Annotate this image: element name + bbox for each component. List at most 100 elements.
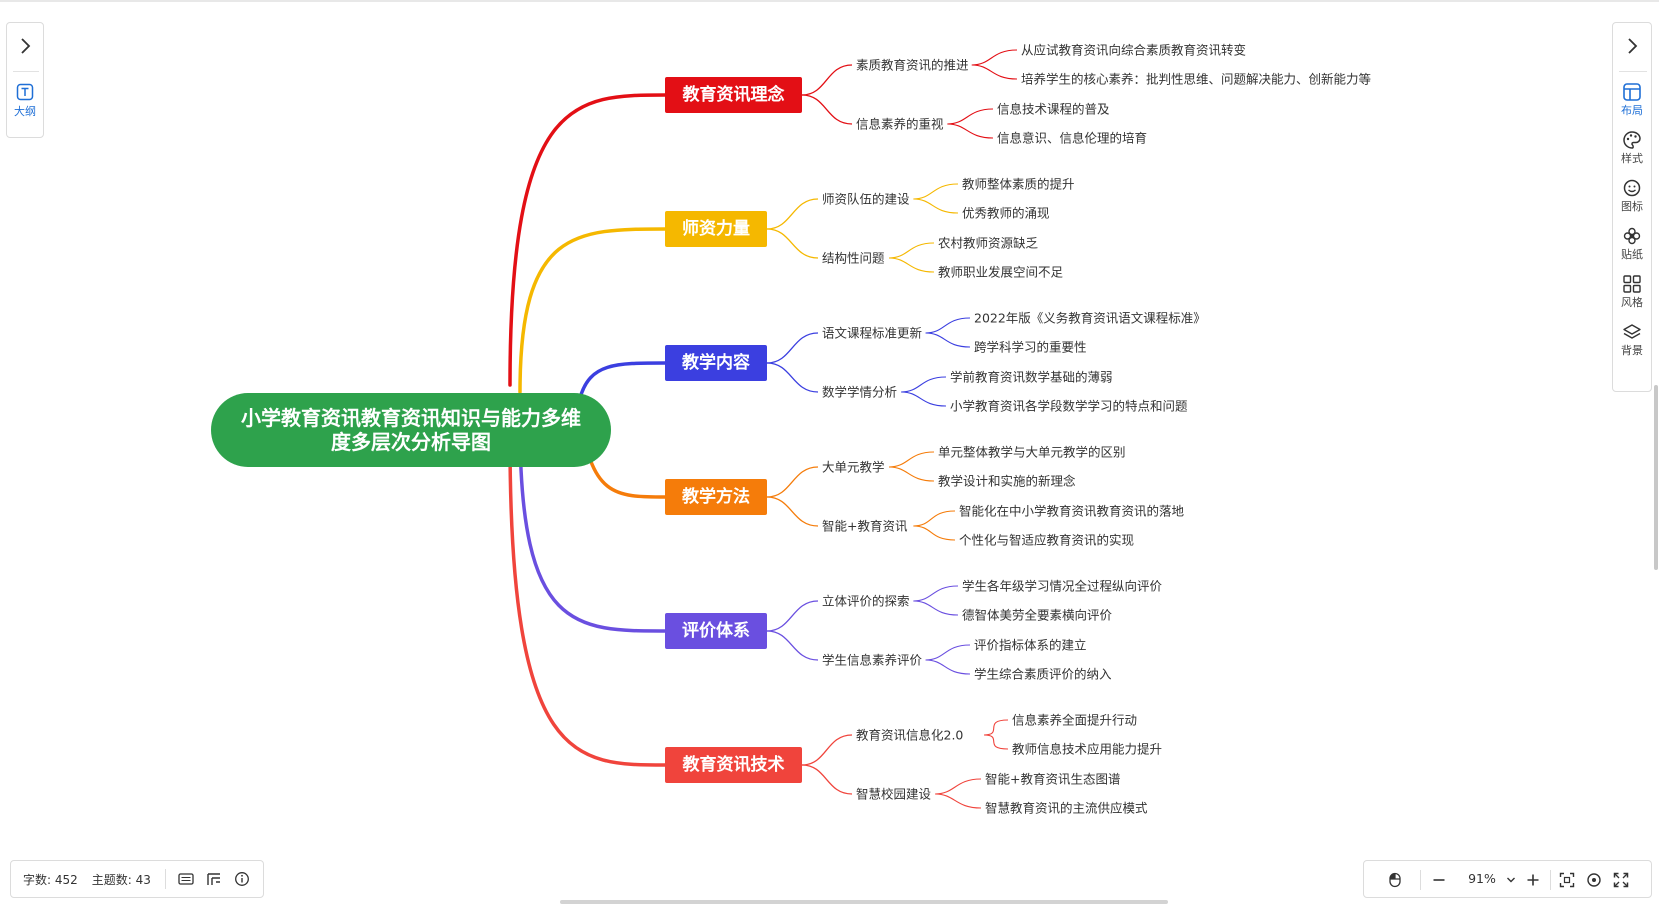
layout-label: 布局: [1621, 104, 1643, 117]
icon-button[interactable]: 图标: [1613, 178, 1651, 214]
panel-divider: [13, 71, 39, 72]
leaf-topic-label[interactable]: 学生各年级学习情况全过程纵向评价: [962, 579, 1163, 594]
leaf-topic-label[interactable]: 教师整体素质的提升: [962, 177, 1075, 192]
main-topic[interactable]: [665, 479, 767, 515]
main-topic-label: 教学方法: [681, 486, 750, 507]
leaf-connector: [913, 525, 956, 541]
outline-button[interactable]: 大纲: [7, 83, 43, 119]
leaf-topic-label[interactable]: 教师职业发展空间不足: [938, 265, 1064, 280]
sub-connector: [801, 64, 853, 96]
leaf-topic-label[interactable]: 信息意识、信息伦理的培育: [997, 131, 1147, 146]
horizontal-scrollbar[interactable]: [560, 900, 1168, 904]
subtopic-label[interactable]: 学生信息素养评价: [822, 653, 923, 668]
branch-connector: [578, 361, 667, 400]
subtopic-label[interactable]: 立体评价的探索: [822, 594, 910, 609]
structure-icon: [207, 873, 220, 885]
sub-connector: [766, 600, 819, 632]
root-topic[interactable]: [211, 393, 611, 467]
background-label: 背景: [1621, 344, 1643, 357]
target-icon: [1587, 873, 1601, 887]
chevron-down-icon: [1507, 877, 1515, 883]
main-topic[interactable]: [665, 747, 802, 783]
mindmap-canvas[interactable]: 小学教育资讯教育资讯知识与能力多维度多层次分析导图教育资讯理念素质教育资讯的推进…: [0, 0, 1600, 860]
leaf-topic-label[interactable]: 从应试教育资讯向综合素质教育资讯转变: [1021, 43, 1246, 58]
fullscreen-icon: [1613, 872, 1629, 888]
subtopic-label[interactable]: 教育资讯信息化2.0: [856, 728, 963, 743]
leaf-connector: [913, 183, 959, 200]
zoom-out-button[interactable]: [1428, 869, 1450, 891]
fit-screen-button[interactable]: [1556, 869, 1578, 891]
subtopic-label[interactable]: 素质教育资讯的推进: [856, 58, 969, 73]
zoom-in-button[interactable]: [1522, 869, 1544, 891]
subtopic-label[interactable]: 师资队伍的建设: [822, 192, 910, 207]
sub-connector: [766, 496, 819, 527]
collapse-right-button[interactable]: [1613, 37, 1651, 55]
subtopic-label[interactable]: 语文课程标准更新: [822, 326, 922, 341]
subtopic-label[interactable]: 智慧校园建设: [856, 787, 932, 802]
zoom-divider: [1550, 870, 1551, 890]
leaf-topic-label[interactable]: 学生综合素质评价的纳入: [974, 667, 1112, 682]
leaf-topic-label[interactable]: 单元整体教学与大单元教学的区别: [938, 445, 1126, 460]
info-button[interactable]: [234, 871, 250, 887]
sub-connector: [766, 630, 819, 661]
outline-icon: [16, 83, 34, 101]
leaf-topic-label[interactable]: 信息素养全面提升行动: [1012, 713, 1137, 728]
keyboard-button[interactable]: [178, 872, 194, 886]
subtopic-label[interactable]: 大单元教学: [822, 460, 885, 475]
style-label: 样式: [1621, 152, 1643, 165]
main-topic-label: 教育资讯理念: [682, 84, 785, 105]
leaf-topic-label[interactable]: 信息技术课程的普及: [997, 102, 1110, 117]
leaf-connector: [935, 793, 982, 809]
right-panel: 布局 样式 图标 贴纸 风格: [1612, 22, 1652, 392]
leaf-topic-label[interactable]: 优秀教师的涌现: [962, 206, 1050, 221]
main-topic[interactable]: [665, 77, 802, 113]
sticker-button[interactable]: 贴纸: [1613, 226, 1651, 262]
leaf-topic-label[interactable]: 学前教育资讯数学基础的薄弱: [950, 370, 1113, 385]
leaf-topic-label[interactable]: 智慧教育资讯的主流供应模式: [985, 801, 1148, 816]
leaf-connector: [971, 49, 1018, 66]
subtopic-label[interactable]: 信息素养的重视: [856, 117, 944, 132]
leaf-topic-label[interactable]: 教学设计和实施的新理念: [938, 474, 1076, 489]
subtopic-label[interactable]: 数学学情分析: [822, 385, 897, 400]
leaf-topic-label[interactable]: 智能化在中小学教育资讯教育资讯的落地: [959, 504, 1185, 519]
leaf-topic-label[interactable]: 教师信息技术应用能力提升: [1012, 742, 1162, 757]
style-button[interactable]: 样式: [1613, 130, 1651, 166]
zoom-dropdown-button[interactable]: [1500, 869, 1522, 891]
background-button[interactable]: 背景: [1613, 322, 1651, 358]
main-topic[interactable]: [665, 345, 767, 381]
fullscreen-button[interactable]: [1610, 869, 1632, 891]
minus-icon: [1433, 879, 1445, 881]
palette-icon: [1623, 131, 1641, 149]
leaf-topic-label[interactable]: 智能+教育资讯生态图谱: [985, 772, 1120, 787]
zoom-value[interactable]: 91%: [1468, 871, 1496, 886]
expand-left-button[interactable]: [7, 37, 43, 55]
leaf-topic-label[interactable]: 培养学生的核心素养：批判性思维、问题解决能力、创新能力等: [1021, 72, 1371, 87]
pan-mode-button[interactable]: [1384, 869, 1406, 891]
zoom-divider: [1420, 870, 1421, 890]
locate-center-button[interactable]: [1583, 869, 1605, 891]
status-bar: 字数: 452 主题数: 43: [10, 860, 264, 898]
leaf-topic-label[interactable]: 德智体美劳全要素横向评价: [962, 608, 1113, 623]
leaf-connector: [925, 659, 971, 675]
vertical-scrollbar[interactable]: [1654, 385, 1658, 570]
leaf-connector: [901, 391, 947, 407]
leaf-topic-label[interactable]: 小学教育资讯各学段数学学习的特点和问题: [950, 399, 1188, 414]
main-topic[interactable]: [665, 613, 767, 649]
status-divider: [164, 869, 166, 889]
main-topic[interactable]: [665, 211, 767, 247]
leaf-topic-label[interactable]: 评价指标体系的建立: [974, 638, 1087, 653]
smiley-icon: [1623, 179, 1641, 197]
leaf-connector: [925, 644, 971, 661]
sub-connector: [801, 94, 853, 125]
leaf-topic-label[interactable]: 个性化与智适应教育资讯的实现: [959, 533, 1134, 548]
leaf-topic-label[interactable]: 跨学科学习的重要性: [974, 340, 1087, 355]
leaf-connector: [913, 585, 959, 602]
outline-label: 大纲: [14, 105, 36, 118]
subtopic-label[interactable]: 结构性问题: [822, 251, 885, 266]
subtopic-label[interactable]: 智能+教育资讯: [822, 519, 908, 534]
leaf-topic-label[interactable]: 2022年版《义务教育资讯语文课程标准》: [974, 311, 1206, 326]
structure-button[interactable]: [206, 872, 222, 886]
layout-button[interactable]: 布局: [1613, 82, 1651, 118]
theme-button[interactable]: 风格: [1613, 274, 1651, 310]
leaf-topic-label[interactable]: 农村教师资源缺乏: [938, 236, 1039, 251]
